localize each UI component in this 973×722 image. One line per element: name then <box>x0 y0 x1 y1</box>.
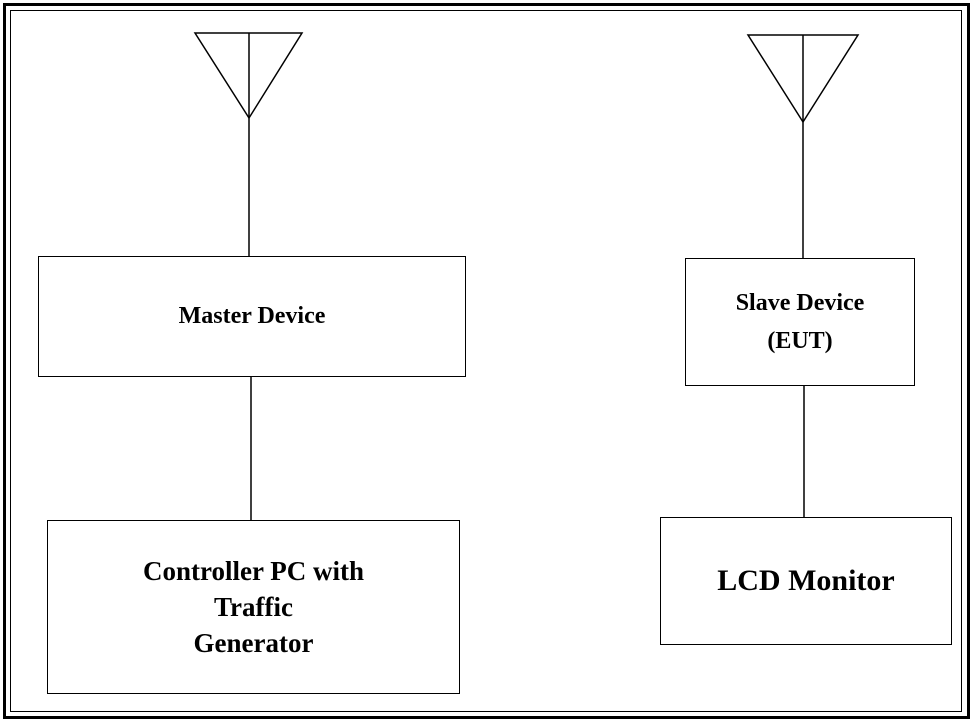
outer-border <box>3 3 970 719</box>
lcd-monitor-label: LCD Monitor <box>717 564 895 597</box>
master-device-box: Master Device <box>38 256 466 377</box>
inner-border <box>10 10 962 712</box>
controller-pc-box: Controller PC with Traffic Generator <box>47 520 460 694</box>
slave-antenna-icon <box>746 34 860 124</box>
master-antenna-icon <box>193 32 304 120</box>
slave-device-label-line-2: (EUT) <box>767 328 833 354</box>
slave-device-label-line-1: Slave Device <box>735 290 865 316</box>
controller-pc-label-line-2: Traffic <box>214 592 293 622</box>
controller-pc-label-line-1: Controller PC with <box>143 556 364 586</box>
slave-device-box: Slave Device (EUT) <box>685 258 915 386</box>
controller-pc-label-line-3: Generator <box>193 628 314 658</box>
master-device-label: Master Device <box>178 303 326 329</box>
lcd-monitor-box: LCD Monitor <box>660 517 952 645</box>
